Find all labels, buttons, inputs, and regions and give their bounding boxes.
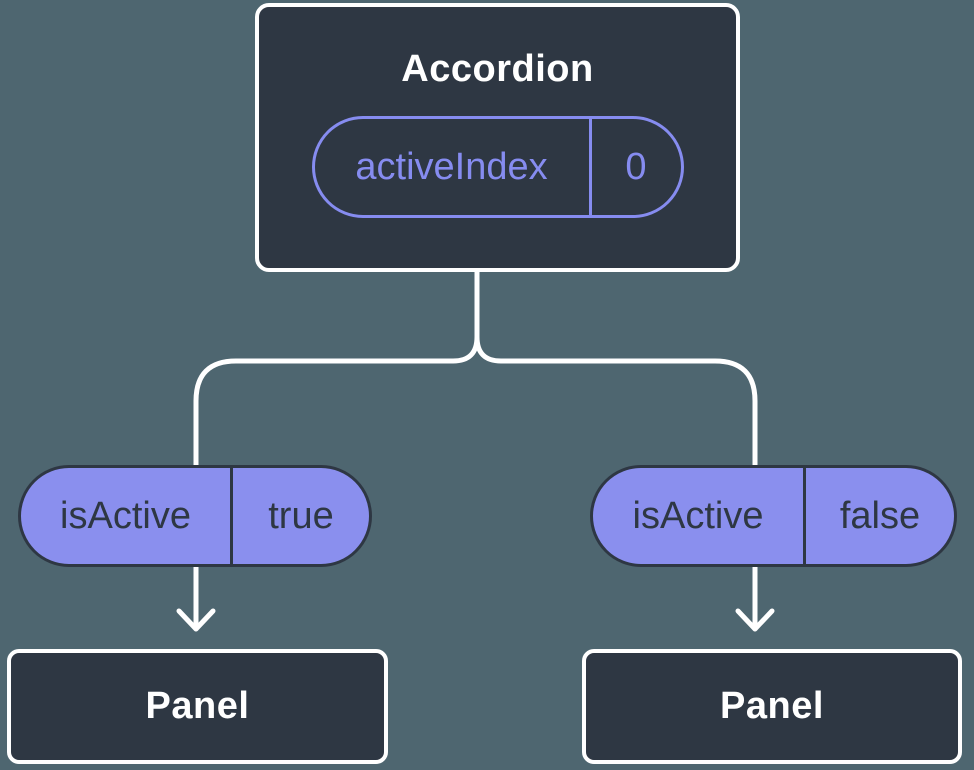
prop-pill-divider — [230, 468, 233, 564]
panel-node-right: Panel — [582, 649, 962, 764]
connector-branch-left — [193, 259, 480, 629]
panel-node-left: Panel — [7, 649, 388, 764]
state-name: activeIndex — [355, 145, 548, 188]
prop-value: true — [268, 494, 334, 537]
arrow-down-icon-left — [176, 608, 216, 632]
connector-branch-right — [474, 259, 758, 629]
state-pill: activeIndex 0 — [311, 116, 684, 218]
arrow-down-icon-right — [735, 608, 775, 632]
accordion-node: Accordion activeIndex 0 — [255, 3, 740, 272]
prop-pill-isactive-false: isActive false — [590, 465, 957, 567]
prop-name: isActive — [60, 494, 191, 537]
state-pill-divider — [588, 119, 592, 215]
accordion-node-title: Accordion — [401, 48, 594, 90]
prop-pill-isactive-true: isActive true — [18, 465, 372, 567]
prop-pill-divider — [803, 468, 806, 564]
panel-node-title: Panel — [720, 685, 824, 727]
state-value: 0 — [625, 145, 647, 188]
panel-node-title: Panel — [145, 685, 250, 727]
prop-name: isActive — [632, 494, 764, 537]
prop-value: false — [839, 494, 921, 537]
